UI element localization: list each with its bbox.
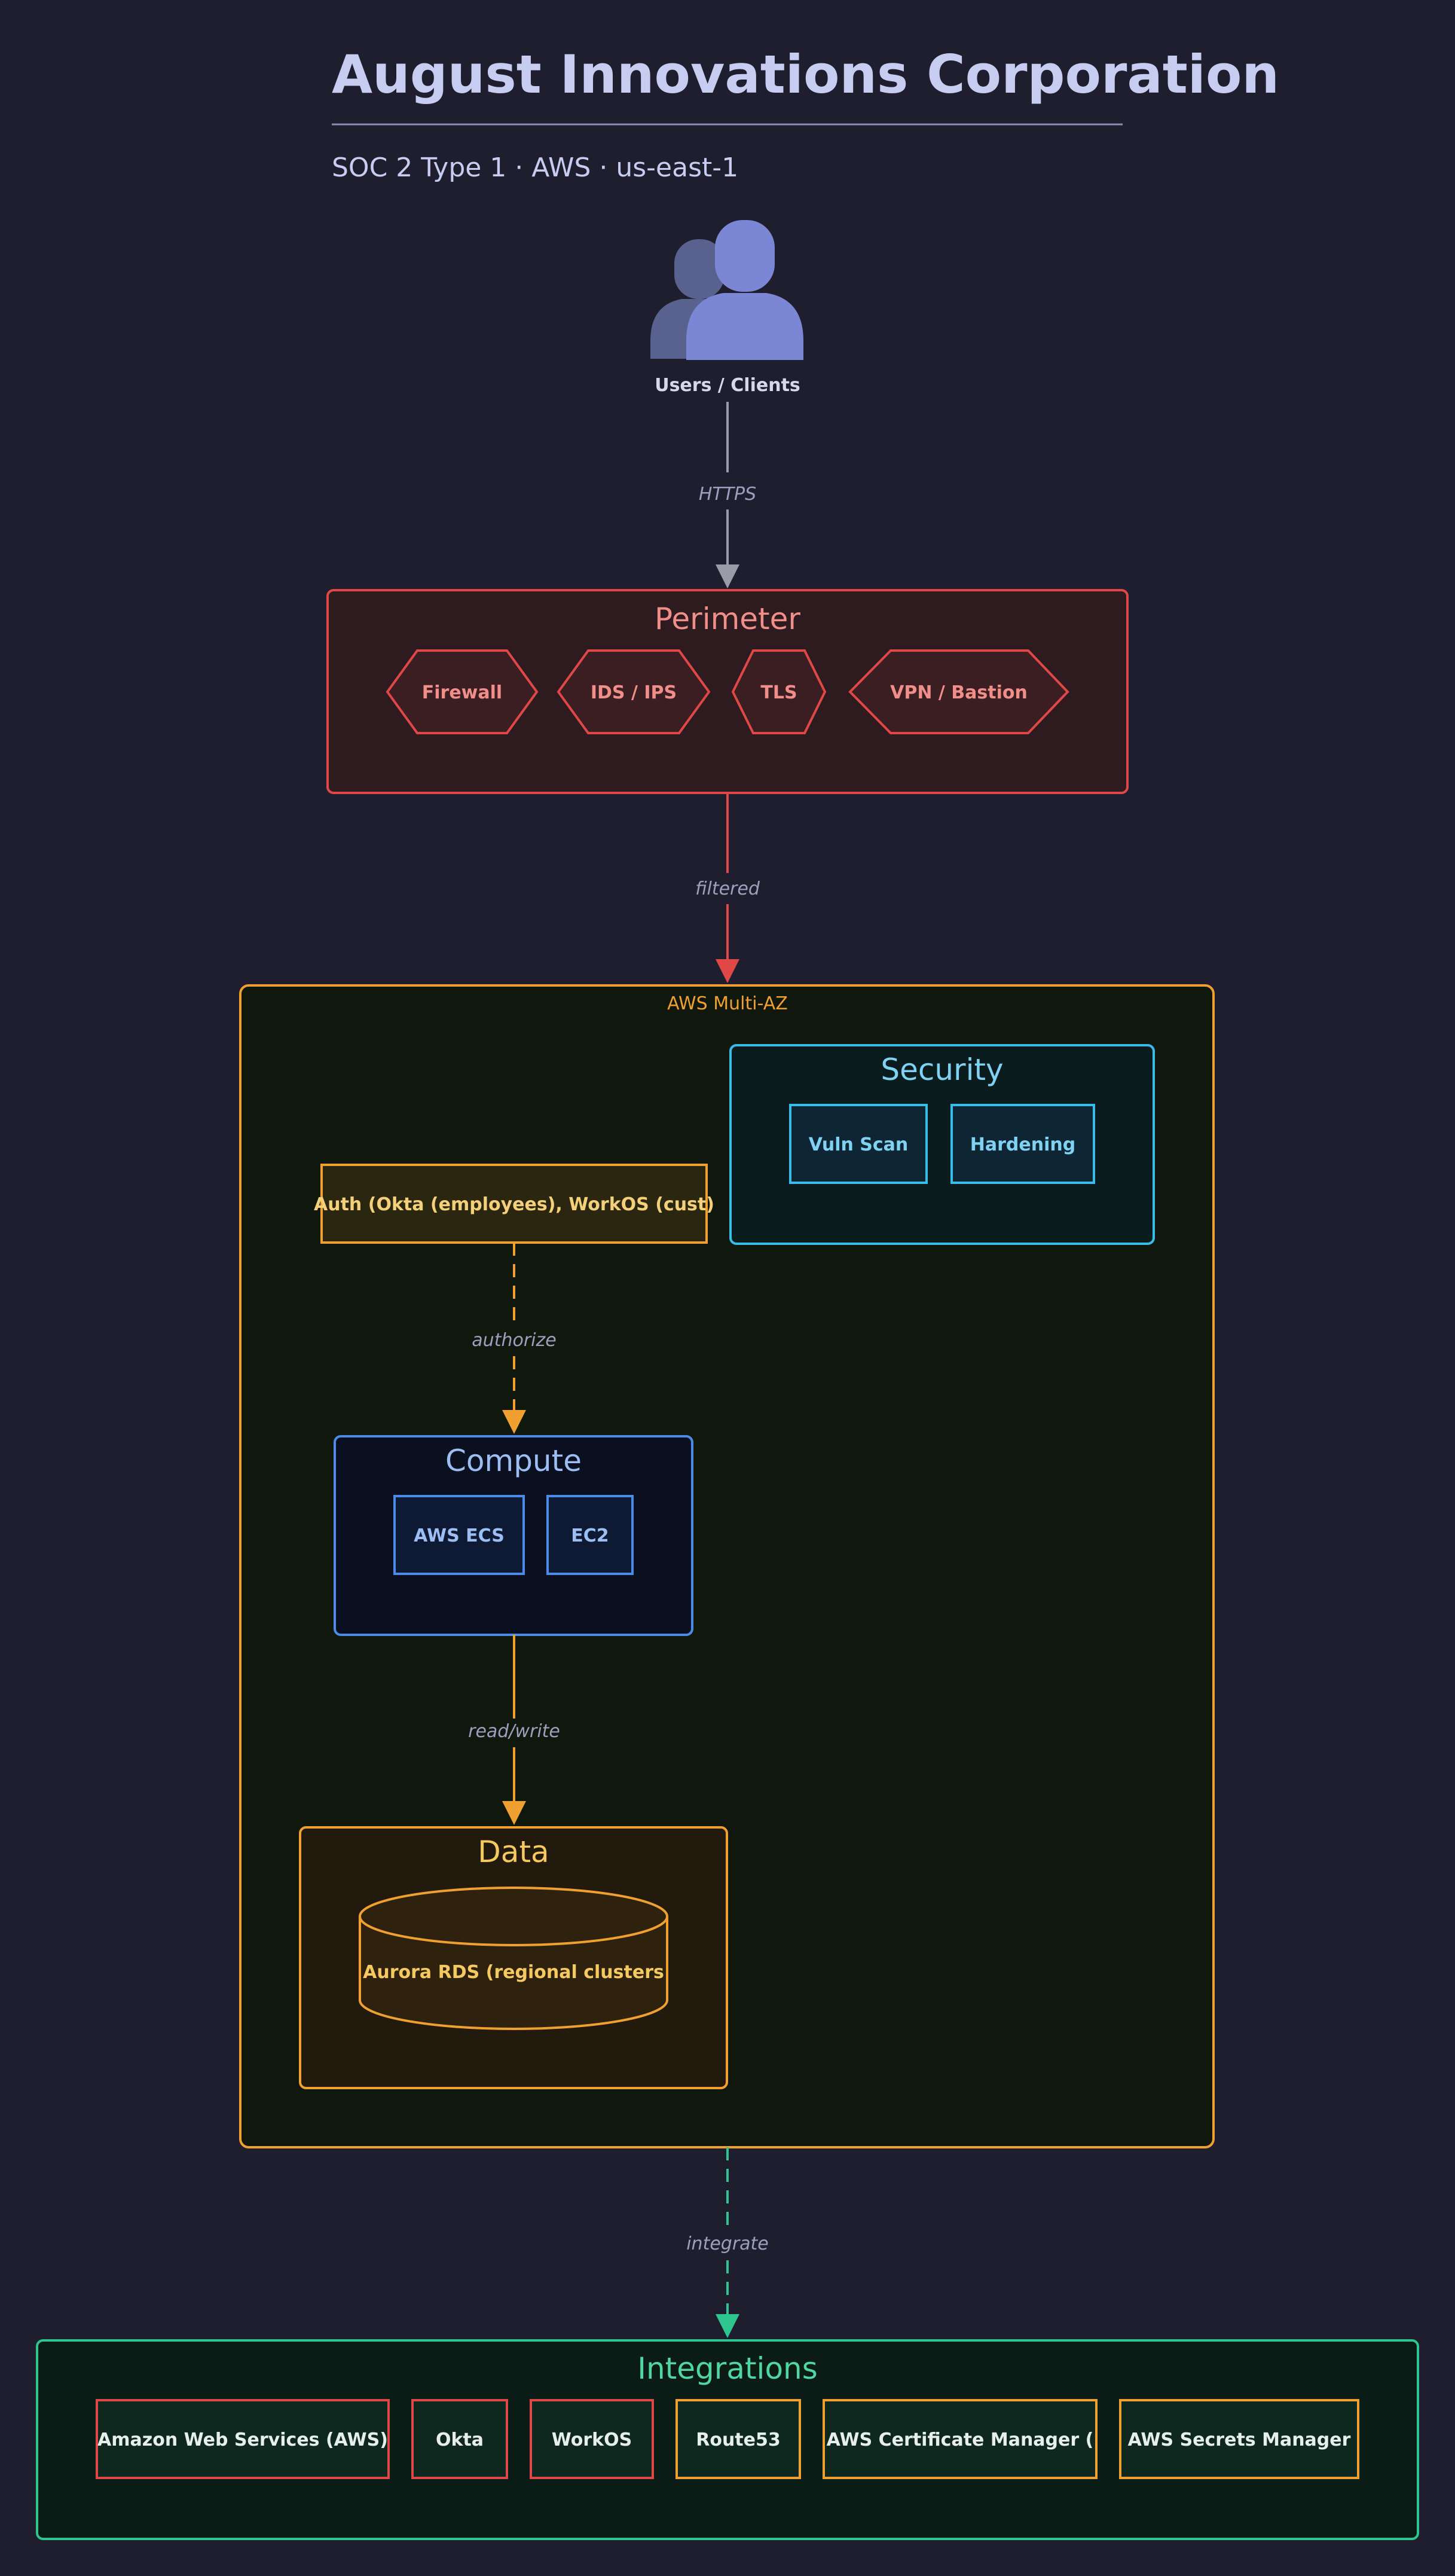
svg-text:AWS ECS: AWS ECS [414, 1525, 505, 1546]
compute-title: Compute [445, 1443, 582, 1478]
page-title: August Innovations Corporation [332, 44, 1279, 105]
edge-label-read-write: read/write [468, 1721, 560, 1742]
perimeter-item-tls: TLS [731, 649, 827, 734]
edge-label-authorize: authorize [472, 1330, 556, 1351]
compute-item-aws-ecs: AWS ECS [393, 1495, 525, 1575]
svg-text:VPN / Bastion: VPN / Bastion [890, 682, 1028, 703]
users-icon [650, 220, 803, 360]
perimeter-item-vpn-bastion: VPN / Bastion [848, 649, 1069, 734]
perimeter-title: Perimeter [655, 602, 800, 636]
integration-item-aws: Amazon Web Services (AWS) [96, 2399, 390, 2479]
svg-text:TLS: TLS [760, 682, 797, 703]
svg-text:Vuln Scan: Vuln Scan [809, 1134, 909, 1155]
page-subtitle: SOC 2 Type 1 · AWS · us-east-1 [332, 152, 738, 183]
database-label: Aurora RDS (regional clusters [363, 1962, 664, 1983]
edge-label-filtered: filtered [695, 878, 760, 899]
security-title: Security [881, 1052, 1003, 1087]
data-title: Data [478, 1835, 549, 1869]
compute-item-ec2: EC2 [546, 1495, 634, 1575]
security-item-hardening: Hardening [950, 1104, 1095, 1184]
integration-item-acm: AWS Certificate Manager ( [823, 2399, 1098, 2479]
svg-text:IDS / IPS: IDS / IPS [591, 682, 677, 703]
auth-node: Auth (Okta (employees), WorkOS (cust) [314, 1164, 714, 1244]
svg-text:EC2: EC2 [571, 1525, 609, 1546]
users-label: Users / Clients [655, 375, 800, 396]
integration-item-workos: WorkOS [530, 2399, 654, 2479]
svg-text:Firewall: Firewall [422, 682, 502, 703]
svg-text:Auth (Okta (employees), WorkOS: Auth (Okta (employees), WorkOS (cust) [314, 1194, 714, 1215]
svg-text:WorkOS: WorkOS [552, 2430, 632, 2450]
perimeter-item-firewall: Firewall [386, 649, 539, 734]
integrations-title: Integrations [637, 2351, 818, 2386]
security-item-vuln-scan: Vuln Scan [789, 1104, 928, 1184]
svg-text:Route53: Route53 [696, 2430, 781, 2450]
aws-multi-az-label: AWS Multi-AZ [667, 993, 788, 1014]
database-icon [359, 1887, 668, 2030]
svg-text:Hardening: Hardening [970, 1134, 1075, 1155]
svg-text:AWS Secrets Manager: AWS Secrets Manager [1128, 2430, 1351, 2450]
integration-item-secrets-manager: AWS Secrets Manager [1119, 2399, 1359, 2479]
svg-text:Okta: Okta [436, 2430, 484, 2450]
integration-item-okta: Okta [411, 2399, 508, 2479]
edge-label-integrate: integrate [686, 2233, 769, 2254]
svg-text:AWS Certificate Manager (: AWS Certificate Manager ( [827, 2430, 1094, 2450]
perimeter-item-ids-ips: IDS / IPS [557, 649, 711, 734]
svg-text:Amazon Web Services (AWS): Amazon Web Services (AWS) [97, 2430, 388, 2450]
security-group [729, 1044, 1155, 1245]
edge-label-https: HTTPS [699, 484, 756, 505]
integration-item-route53: Route53 [675, 2399, 801, 2479]
